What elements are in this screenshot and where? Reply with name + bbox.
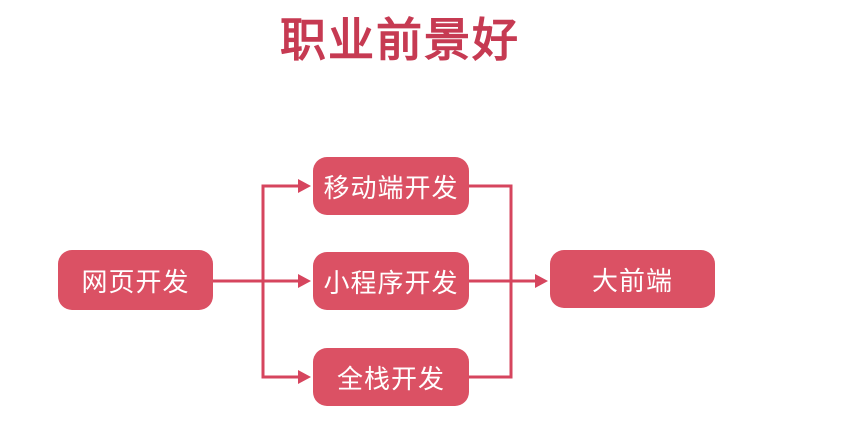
node-fullstack-dev: 全栈开发 — [313, 348, 469, 406]
arrowhead-to-full — [298, 370, 311, 384]
node-big-frontend: 大前端 — [550, 250, 715, 308]
arrowhead-to-big-frontend — [535, 274, 548, 288]
page-title: 职业前景好 — [280, 14, 520, 66]
node-fullstack-dev-label: 全栈开发 — [336, 363, 445, 394]
node-web-dev-label: 网页开发 — [81, 266, 190, 297]
node-miniprogram-dev: 小程序开发 — [313, 252, 469, 310]
node-big-frontend-label: 大前端 — [591, 265, 673, 296]
arrowhead-to-mini — [298, 274, 311, 288]
node-mobile-dev: 移动端开发 — [313, 157, 469, 215]
node-miniprogram-dev-label: 小程序开发 — [323, 267, 459, 298]
node-web-dev: 网页开发 — [58, 250, 213, 310]
arrowhead-to-mobile — [298, 179, 311, 193]
node-mobile-dev-label: 移动端开发 — [323, 172, 459, 203]
